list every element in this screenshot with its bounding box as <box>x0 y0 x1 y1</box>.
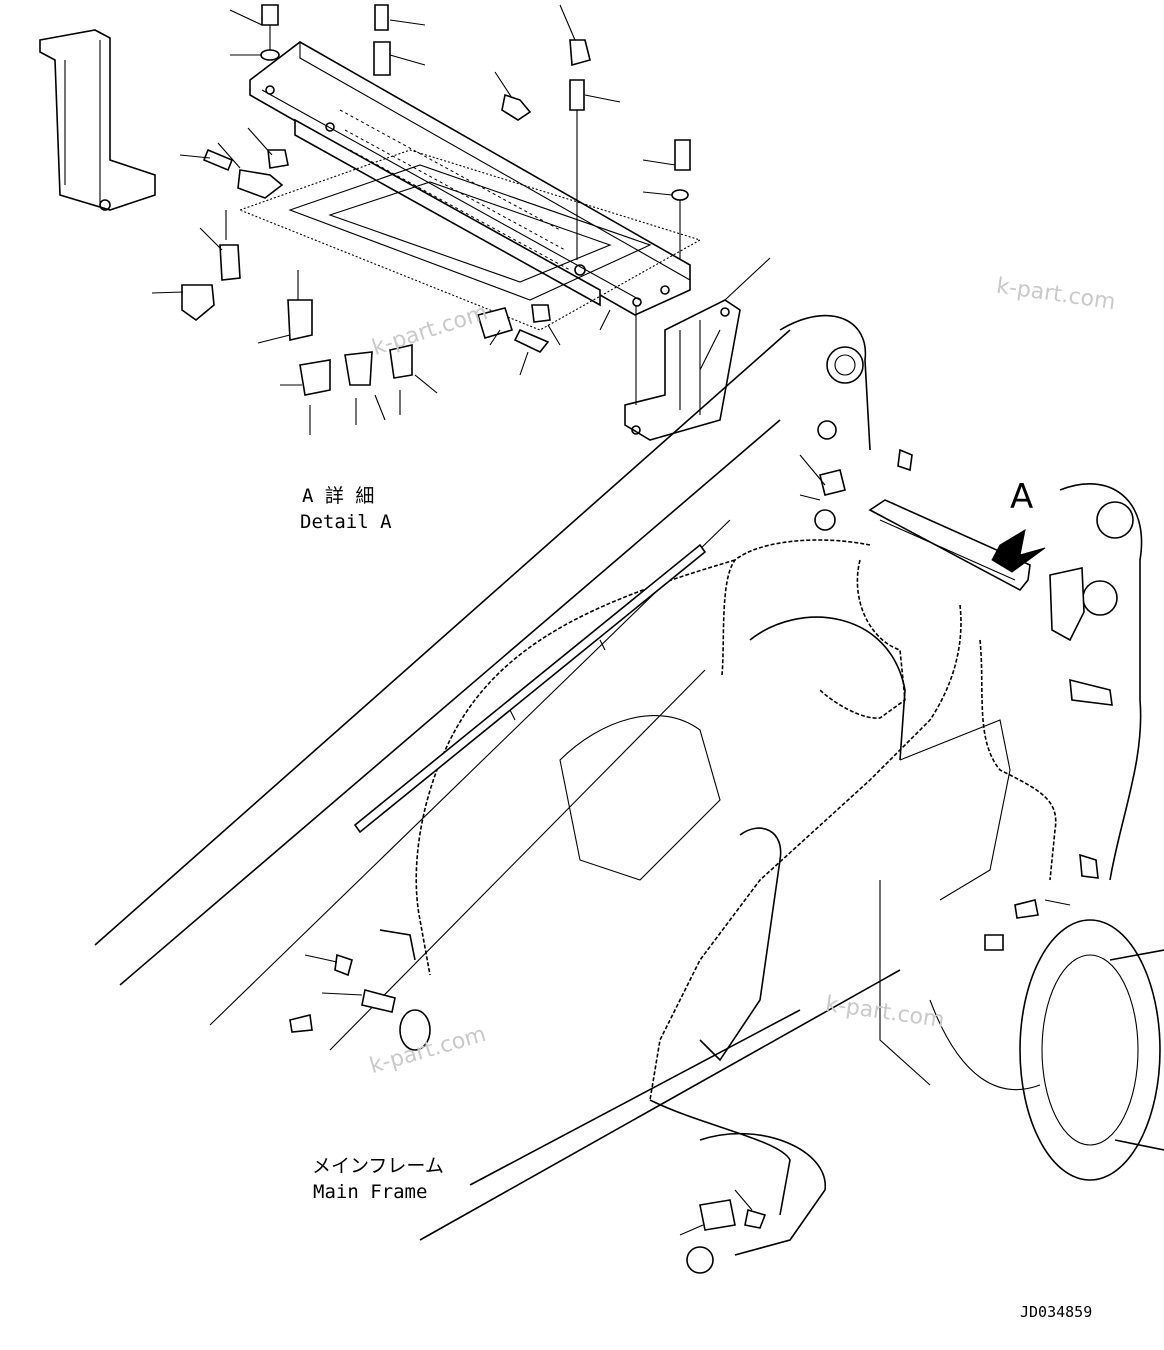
view-letter-a: A <box>1010 477 1034 517</box>
main-frame-title-jp: メインフレーム <box>312 1155 444 1177</box>
drawing-number: JD034859 <box>1020 1303 1093 1321</box>
detail-a-title-jp: A 詳 細 <box>302 485 375 507</box>
detail-a-title-en: Detail A <box>300 511 392 533</box>
detail-a-drawing <box>39 4 771 441</box>
main-frame-drawing <box>94 314 1164 1274</box>
main-frame-title-en: Main Frame <box>313 1181 428 1203</box>
